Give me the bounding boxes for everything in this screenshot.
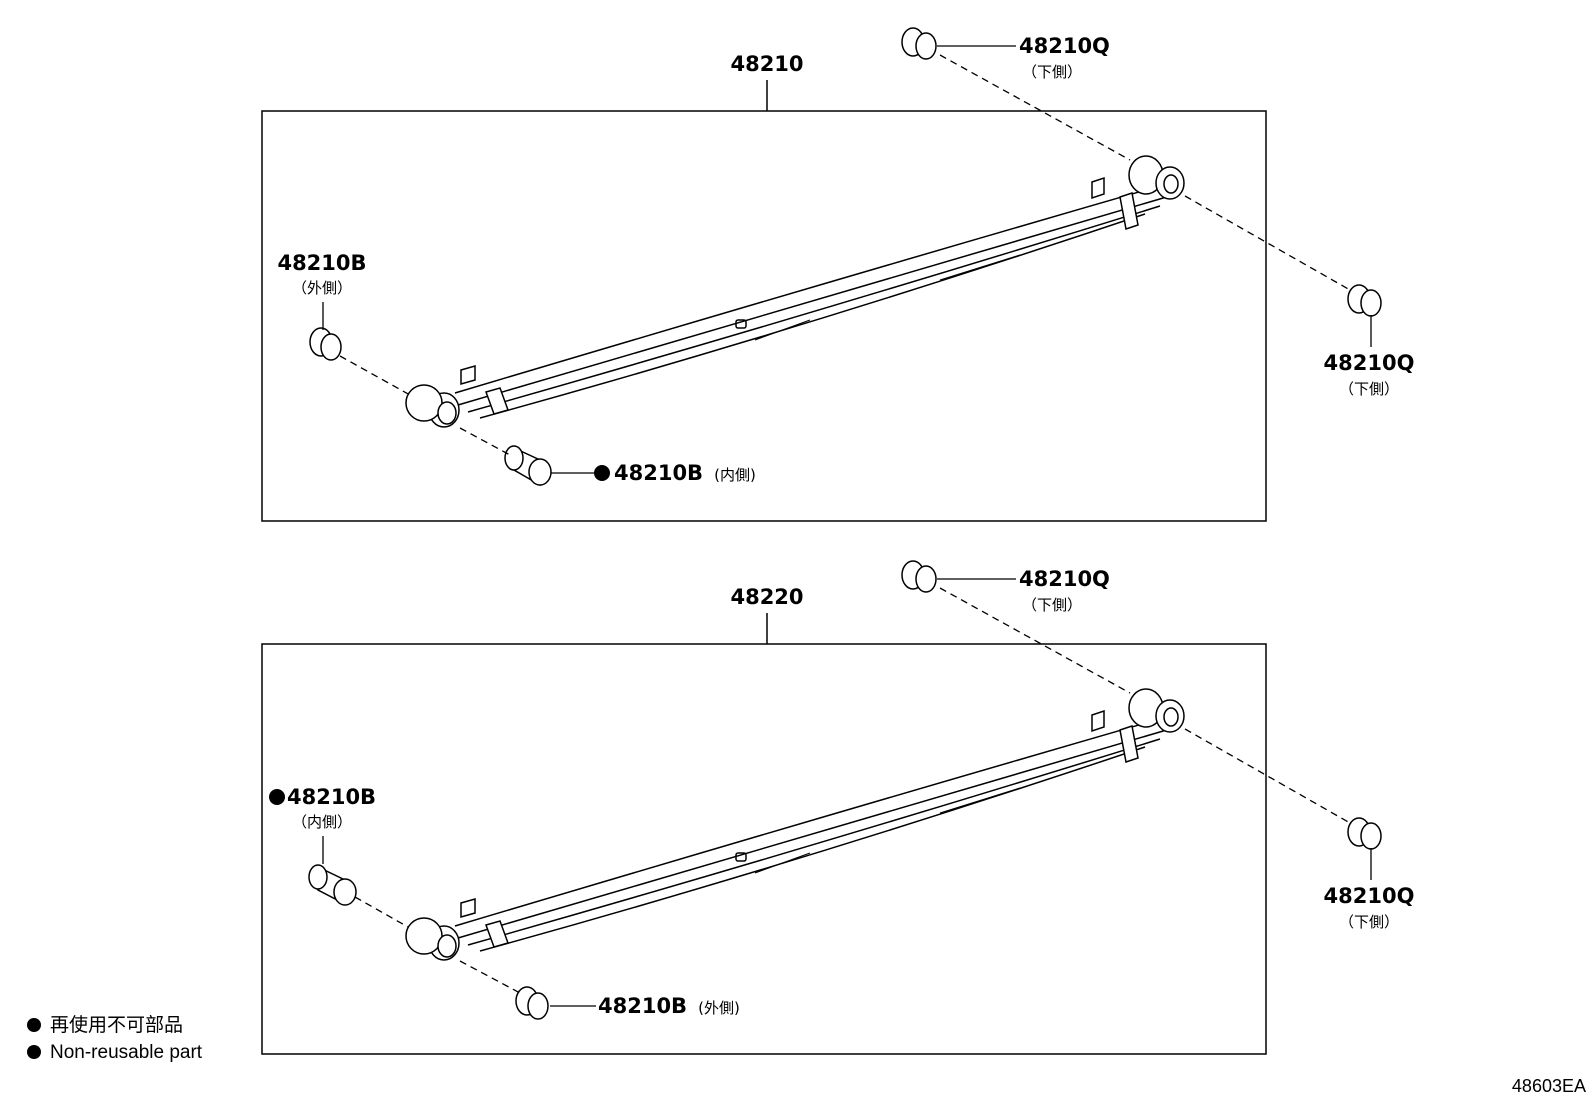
callout-48210Q-top-2-note: （下側） [1022,596,1082,614]
bushing-group-1 [309,27,1382,487]
callout-48210B-bottom[interactable]: 48210B (内側) [614,461,756,485]
callout-48210Q-top-note: （下側） [1022,63,1082,81]
callout-48210Q-right-note: （下側） [1339,380,1399,398]
legend: 再使用不可部品 Non-reusable part [27,1014,203,1063]
callout-48210Q-top[interactable]: 48210Q [1019,34,1110,58]
callout-48210B-left[interactable]: 48210B [277,251,366,275]
callout-48210B-left-2[interactable]: 48210B [287,785,376,809]
legend-line-jp: 再使用不可部品 [50,1014,183,1036]
assembly-48220-part-number[interactable]: 48220 [730,585,803,609]
non-reusable-dot-icon [269,789,285,805]
non-reusable-dot-icon [594,465,610,481]
leaf-spring-48220 [405,688,1185,961]
legend-line-en: Non-reusable part [50,1042,203,1063]
legend-dot-icon [27,1018,41,1032]
assembly-48210-frame [261,110,1267,522]
callout-48210Q-right[interactable]: 48210Q [1324,351,1415,375]
callout-48210B-bottom-2[interactable]: 48210B (外側) [598,994,740,1018]
callout-48210B-left-2-note: （内側） [292,813,352,831]
assembly-48220: 48220 [261,560,1415,1055]
assembly-48210: 48210 [261,27,1415,522]
assembly-48220-frame [261,643,1267,1055]
bushing-group-2 [308,560,1382,1020]
assembly-48210-part-number[interactable]: 48210 [730,52,803,76]
callout-48210B-left-note: （外側） [292,279,352,297]
callout-48210Q-right-2-note: （下側） [1339,913,1399,931]
callout-48210Q-right-2[interactable]: 48210Q [1324,884,1415,908]
legend-dot-icon [27,1045,41,1059]
leaf-spring-48210 [405,155,1185,428]
reference-code: 48603EA [1512,1076,1586,1096]
callout-48210Q-top-2[interactable]: 48210Q [1019,567,1110,591]
